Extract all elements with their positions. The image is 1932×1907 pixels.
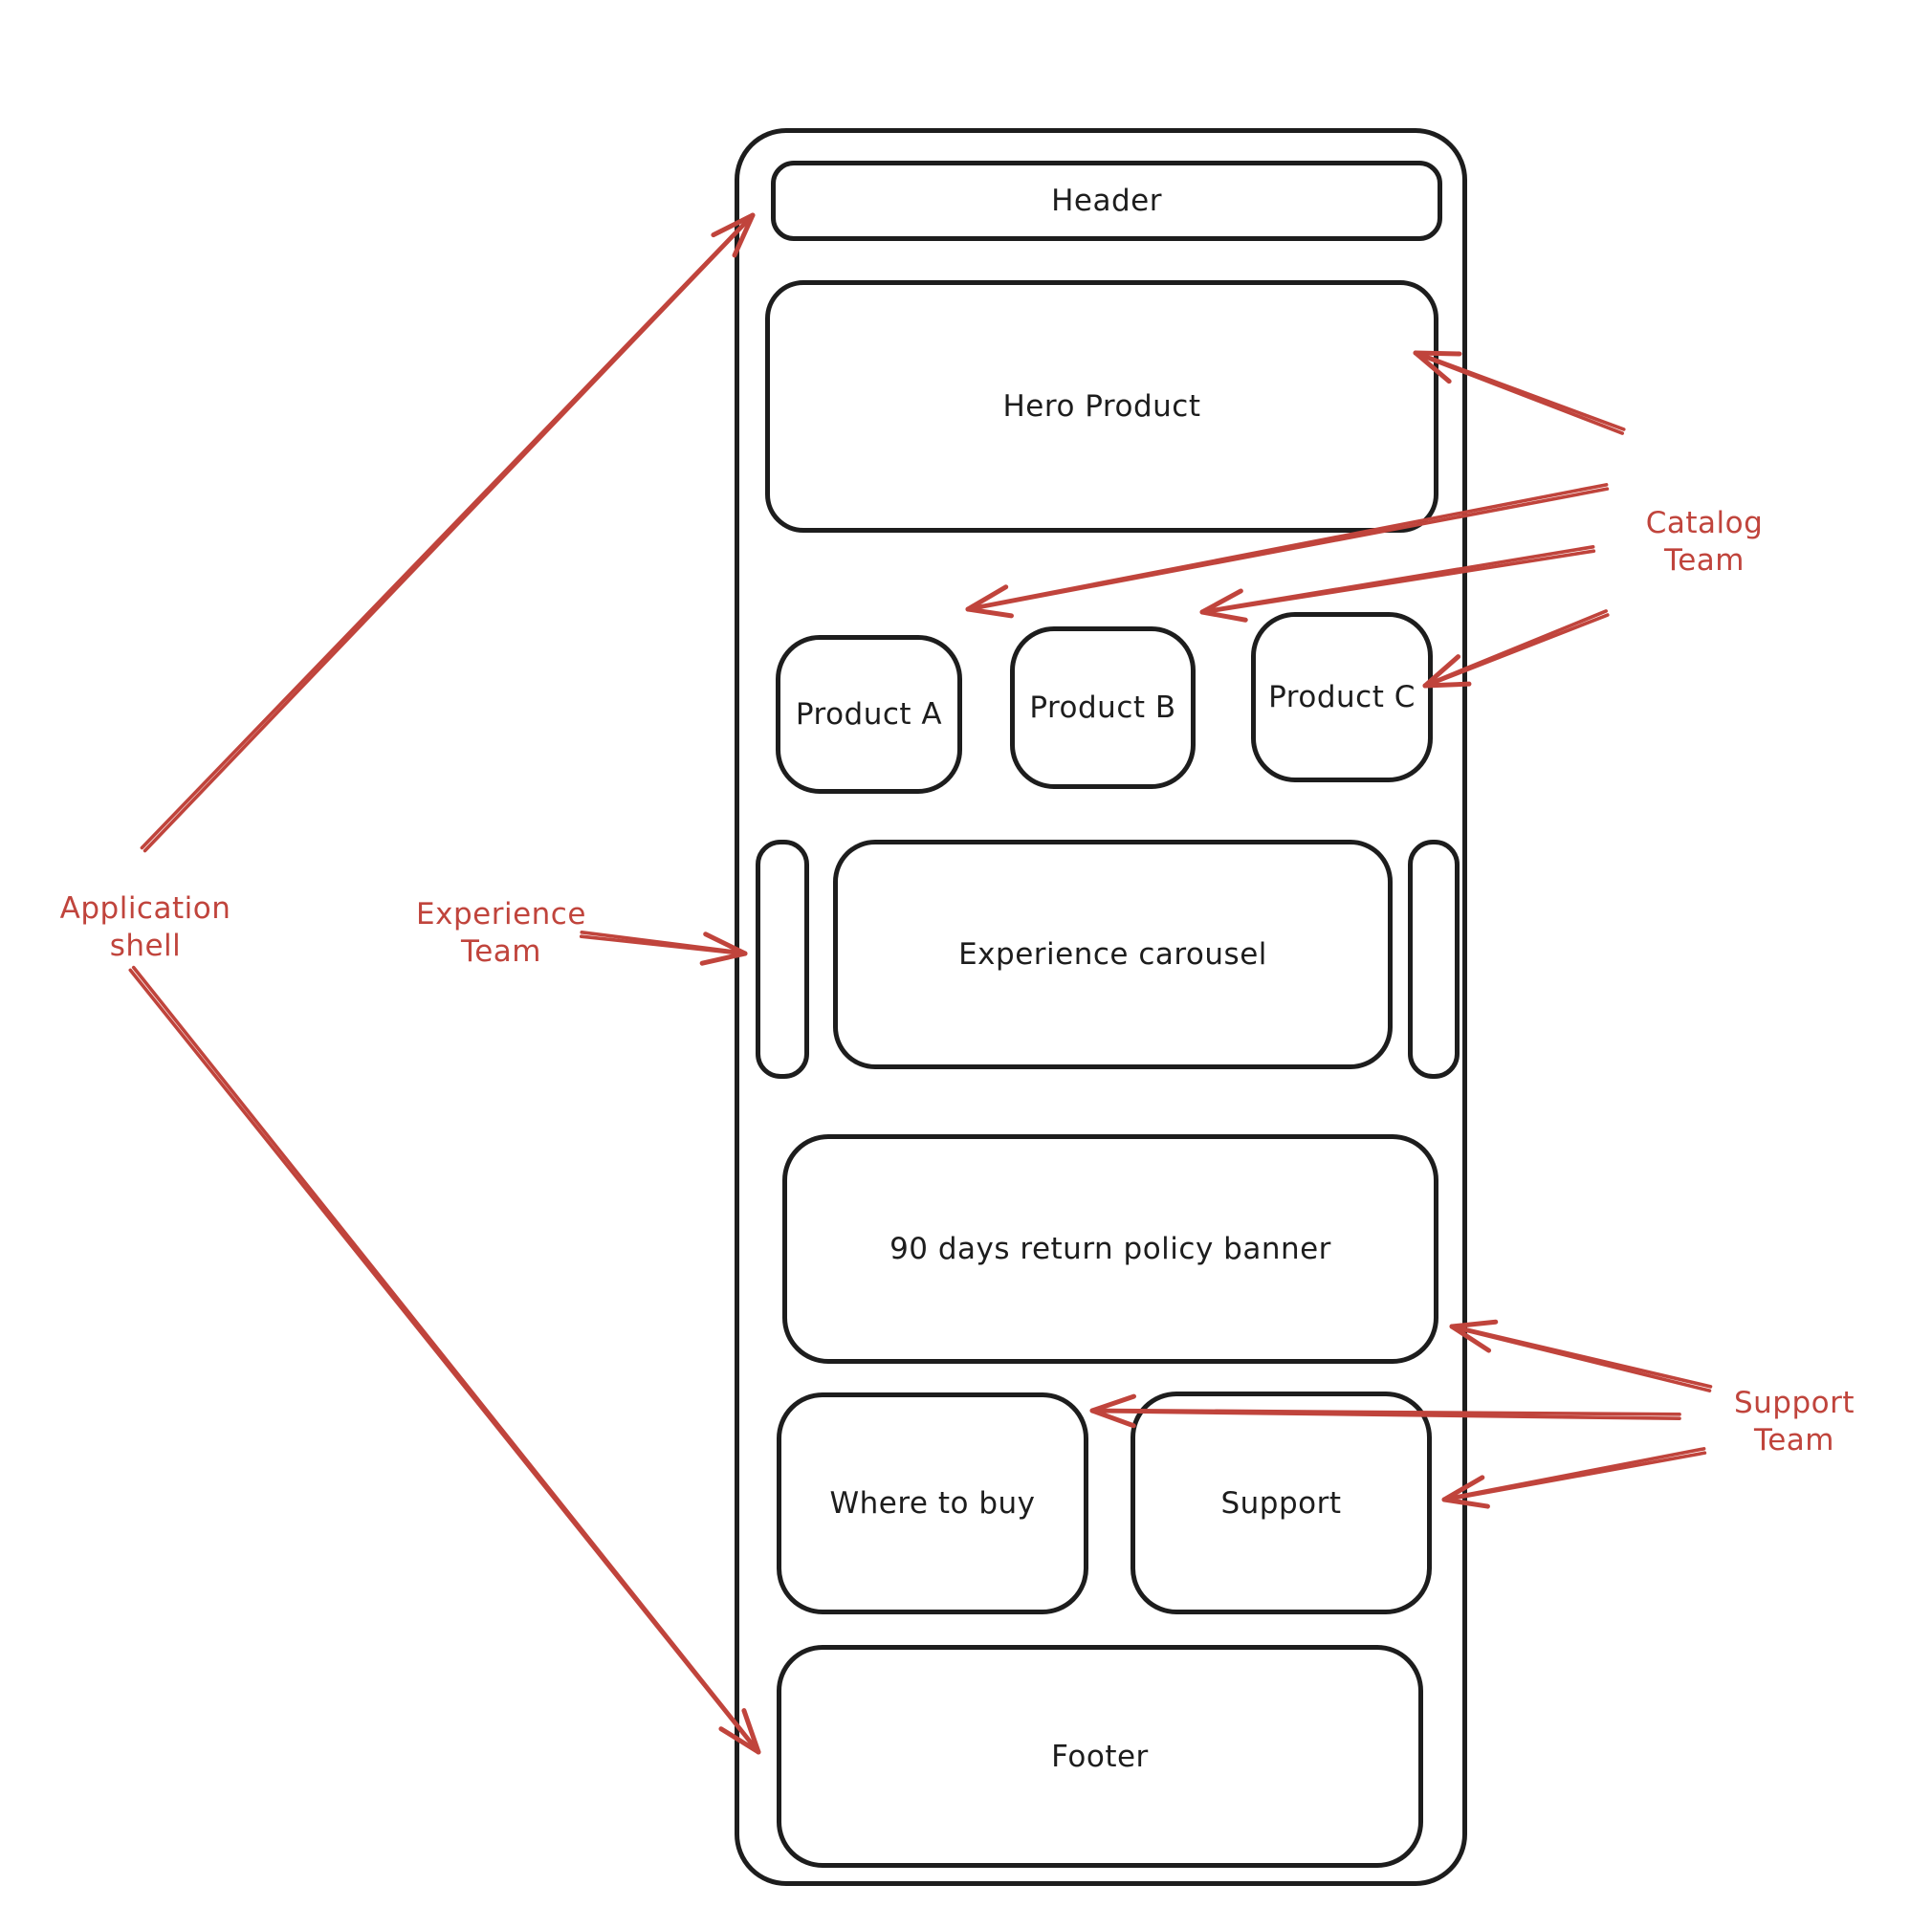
experience-carousel-label: Experience carousel	[958, 937, 1267, 972]
header-label: Header	[1051, 184, 1162, 218]
hero-product-label: Hero Product	[1002, 389, 1201, 424]
label-support-team: Support Team	[1733, 1386, 1855, 1458]
experience-carousel-box: Experience carousel	[833, 840, 1393, 1069]
arrow-support-team-to-support	[1441, 1447, 1707, 1509]
support-box: Support	[1131, 1392, 1432, 1614]
product-a-box: Product A	[776, 635, 962, 794]
label-experience-team: Experience Team	[416, 897, 586, 969]
label-application-shell: Application shell	[59, 891, 231, 963]
where-to-buy-box: Where to buy	[777, 1392, 1088, 1614]
footer-label: Footer	[1051, 1739, 1149, 1774]
product-b-label: Product B	[1029, 690, 1176, 725]
product-a-label: Product A	[795, 697, 943, 732]
carousel-left-side-panel	[756, 840, 809, 1079]
footer-box: Footer	[777, 1645, 1423, 1868]
return-policy-banner-box: 90 days return policy banner	[782, 1134, 1438, 1364]
carousel-right-side-panel	[1408, 840, 1460, 1079]
where-to-buy-label: Where to buy	[829, 1486, 1036, 1521]
arrow-support-team-to-banner	[1449, 1319, 1713, 1392]
support-label: Support	[1220, 1485, 1342, 1521]
hero-product-box: Hero Product	[765, 280, 1438, 533]
product-b-box: Product B	[1010, 626, 1196, 789]
return-policy-banner-label: 90 days return policy banner	[889, 1232, 1331, 1266]
header-box: Header	[771, 161, 1442, 241]
label-catalog-team: Catalog Team	[1645, 506, 1764, 578]
arrow-application-shell-to-header	[140, 212, 756, 853]
arrow-application-shell-to-footer	[128, 965, 761, 1755]
product-c-label: Product C	[1268, 680, 1416, 714]
product-c-box: Product C	[1251, 612, 1433, 782]
